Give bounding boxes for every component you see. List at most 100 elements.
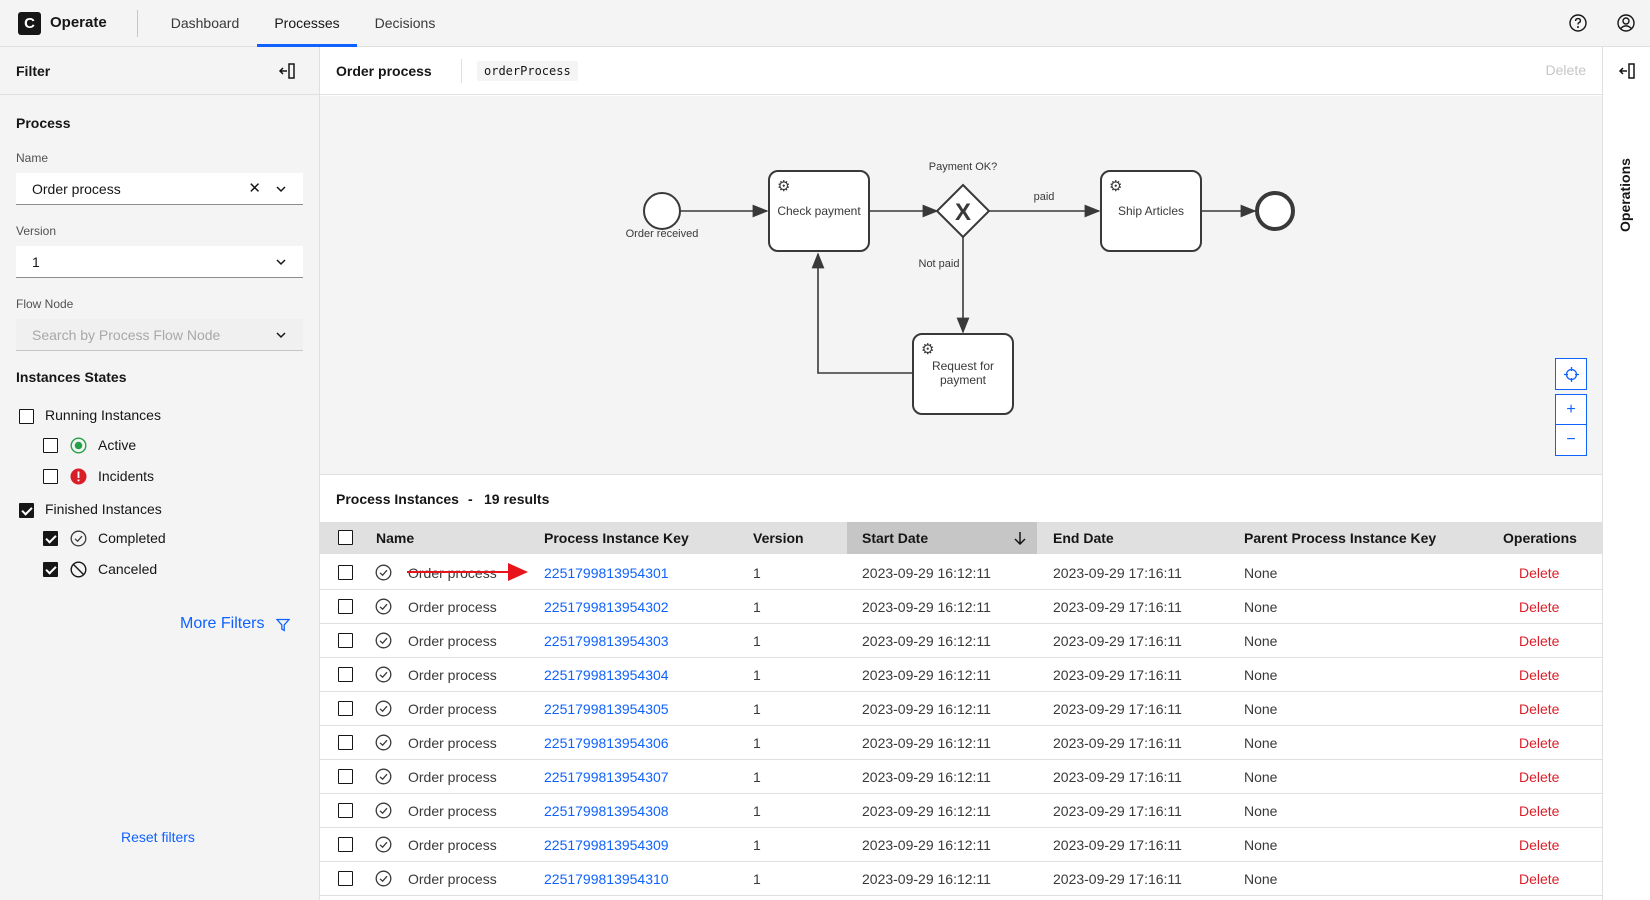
row-checkbox[interactable] bbox=[338, 633, 353, 648]
row-delete-button[interactable]: Delete bbox=[1519, 760, 1559, 794]
table-row[interactable]: Order process225179981395431012023-09-29… bbox=[320, 862, 1602, 896]
reset-diagram-zoom-button[interactable] bbox=[1555, 358, 1587, 390]
table-row[interactable]: Order process225179981395430412023-09-29… bbox=[320, 658, 1602, 692]
row-checkbox[interactable] bbox=[338, 735, 353, 750]
row-delete-button[interactable]: Delete bbox=[1519, 590, 1559, 624]
row-checkbox[interactable] bbox=[338, 599, 353, 614]
active-state-icon bbox=[70, 437, 87, 454]
table-row[interactable]: Order process225179981395430612023-09-29… bbox=[320, 726, 1602, 760]
help-icon[interactable] bbox=[1568, 13, 1588, 33]
row-checkbox[interactable] bbox=[338, 803, 353, 818]
operations-vertical-tab[interactable]: Operations bbox=[1611, 232, 1641, 312]
column-header-name[interactable]: Name bbox=[376, 522, 414, 554]
row-instance-key-link[interactable]: 2251799813954305 bbox=[544, 692, 669, 726]
chevron-down-icon[interactable] bbox=[275, 329, 287, 341]
row-checkbox[interactable] bbox=[338, 871, 353, 886]
row-delete-button[interactable]: Delete bbox=[1519, 794, 1559, 828]
table-row[interactable]: Order process225179981395430312023-09-29… bbox=[320, 624, 1602, 658]
row-instance-key-link[interactable]: 2251799813954308 bbox=[544, 794, 669, 828]
chevron-down-icon[interactable] bbox=[275, 183, 287, 195]
row-checkbox[interactable] bbox=[338, 769, 353, 784]
row-parent-key: None bbox=[1244, 692, 1277, 726]
row-start-date: 2023-09-29 16:12:11 bbox=[862, 658, 991, 692]
column-header-version[interactable]: Version bbox=[753, 522, 804, 554]
row-checkbox[interactable] bbox=[338, 565, 353, 580]
incidents-checkbox[interactable] bbox=[43, 469, 58, 484]
row-delete-button[interactable]: Delete bbox=[1519, 862, 1559, 896]
column-header-parent-key[interactable]: Parent Process Instance Key bbox=[1244, 522, 1436, 554]
flow-node-combobox[interactable]: Search by Process Flow Node bbox=[16, 319, 303, 351]
zoom-out-button[interactable]: − bbox=[1555, 424, 1587, 456]
tab-processes[interactable]: Processes bbox=[257, 0, 357, 47]
chevron-down-icon[interactable] bbox=[275, 256, 287, 268]
version-select[interactable]: 1 bbox=[16, 246, 303, 278]
row-start-date: 2023-09-29 16:12:11 bbox=[862, 794, 991, 828]
table-row[interactable]: Order process225179981395430912023-09-29… bbox=[320, 828, 1602, 862]
more-filters-button[interactable]: More Filters bbox=[180, 615, 264, 633]
active-checkbox[interactable] bbox=[43, 438, 58, 453]
camunda-logo[interactable]: C bbox=[18, 12, 41, 35]
row-end-date: 2023-09-29 17:16:11 bbox=[1053, 828, 1182, 862]
row-name: Order process bbox=[408, 692, 497, 726]
row-end-date: 2023-09-29 17:16:11 bbox=[1053, 760, 1182, 794]
instances-separator: - bbox=[468, 491, 473, 507]
incident-state-icon bbox=[70, 468, 87, 485]
tab-decisions[interactable]: Decisions bbox=[358, 0, 452, 47]
row-checkbox[interactable] bbox=[338, 837, 353, 852]
row-version: 1 bbox=[753, 556, 761, 590]
clear-icon[interactable]: ✕ bbox=[248, 173, 261, 205]
row-delete-button[interactable]: Delete bbox=[1519, 658, 1559, 692]
row-delete-button[interactable]: Delete bbox=[1519, 692, 1559, 726]
completed-checkbox[interactable] bbox=[43, 531, 58, 546]
row-delete-button[interactable]: Delete bbox=[1519, 624, 1559, 658]
row-end-date: 2023-09-29 17:16:11 bbox=[1053, 658, 1182, 692]
completed-state-icon bbox=[375, 802, 392, 819]
row-instance-key-link[interactable]: 2251799813954307 bbox=[544, 760, 669, 794]
instances-count: 19 results bbox=[484, 491, 549, 507]
row-checkbox[interactable] bbox=[338, 667, 353, 682]
annotation-arrow-icon bbox=[405, 561, 530, 583]
column-header-instance-key[interactable]: Process Instance Key bbox=[544, 522, 689, 554]
row-start-date: 2023-09-29 16:12:11 bbox=[862, 590, 991, 624]
reset-filters-button[interactable]: Reset filters bbox=[121, 829, 195, 845]
table-row[interactable]: Order process225179981395430512023-09-29… bbox=[320, 692, 1602, 726]
row-checkbox[interactable] bbox=[338, 701, 353, 716]
flow-paid-label: paid bbox=[1034, 191, 1055, 203]
finished-instances-checkbox[interactable] bbox=[19, 503, 34, 518]
app-name[interactable]: Operate bbox=[50, 14, 107, 31]
table-row[interactable]: Order process225179981395430812023-09-29… bbox=[320, 794, 1602, 828]
end-event[interactable] bbox=[1257, 193, 1293, 229]
row-version: 1 bbox=[753, 590, 761, 624]
zoom-in-button[interactable]: + bbox=[1555, 394, 1587, 426]
collapse-panel-icon[interactable] bbox=[278, 62, 296, 80]
row-instance-key-link[interactable]: 2251799813954310 bbox=[544, 862, 669, 896]
start-event[interactable] bbox=[644, 193, 680, 229]
row-instance-key-link[interactable]: 2251799813954302 bbox=[544, 590, 669, 624]
row-instance-key-link[interactable]: 2251799813954309 bbox=[544, 828, 669, 862]
table-row[interactable]: Order process225179981395430712023-09-29… bbox=[320, 760, 1602, 794]
plus-icon: + bbox=[1556, 395, 1586, 425]
user-icon[interactable] bbox=[1616, 13, 1636, 33]
row-start-date: 2023-09-29 16:12:11 bbox=[862, 862, 991, 896]
row-instance-key-link[interactable]: 2251799813954304 bbox=[544, 658, 669, 692]
select-all-checkbox[interactable] bbox=[338, 530, 353, 545]
row-delete-button[interactable]: Delete bbox=[1519, 556, 1559, 590]
row-delete-button[interactable]: Delete bbox=[1519, 726, 1559, 760]
row-end-date: 2023-09-29 17:16:11 bbox=[1053, 692, 1182, 726]
delete-process-button[interactable]: Delete bbox=[1546, 62, 1586, 78]
tab-dashboard[interactable]: Dashboard bbox=[152, 0, 258, 47]
row-delete-button[interactable]: Delete bbox=[1519, 828, 1559, 862]
row-instance-key-link[interactable]: 2251799813954301 bbox=[544, 556, 669, 590]
row-instance-key-link[interactable]: 2251799813954306 bbox=[544, 726, 669, 760]
row-start-date: 2023-09-29 16:12:11 bbox=[862, 556, 991, 590]
expand-operations-icon[interactable] bbox=[1618, 62, 1636, 80]
bpmn-diagram-canvas[interactable]: Order received ⚙ Check payment X Payment… bbox=[320, 96, 1602, 474]
row-parent-key: None bbox=[1244, 658, 1277, 692]
process-name-combobox[interactable]: Order process ✕ bbox=[16, 173, 303, 205]
table-row[interactable]: Order process225179981395430212023-09-29… bbox=[320, 590, 1602, 624]
running-instances-checkbox[interactable] bbox=[19, 409, 34, 424]
column-header-start-date[interactable]: Start Date bbox=[847, 522, 1037, 554]
row-instance-key-link[interactable]: 2251799813954303 bbox=[544, 624, 669, 658]
column-header-end-date[interactable]: End Date bbox=[1053, 522, 1114, 554]
canceled-checkbox[interactable] bbox=[43, 562, 58, 577]
